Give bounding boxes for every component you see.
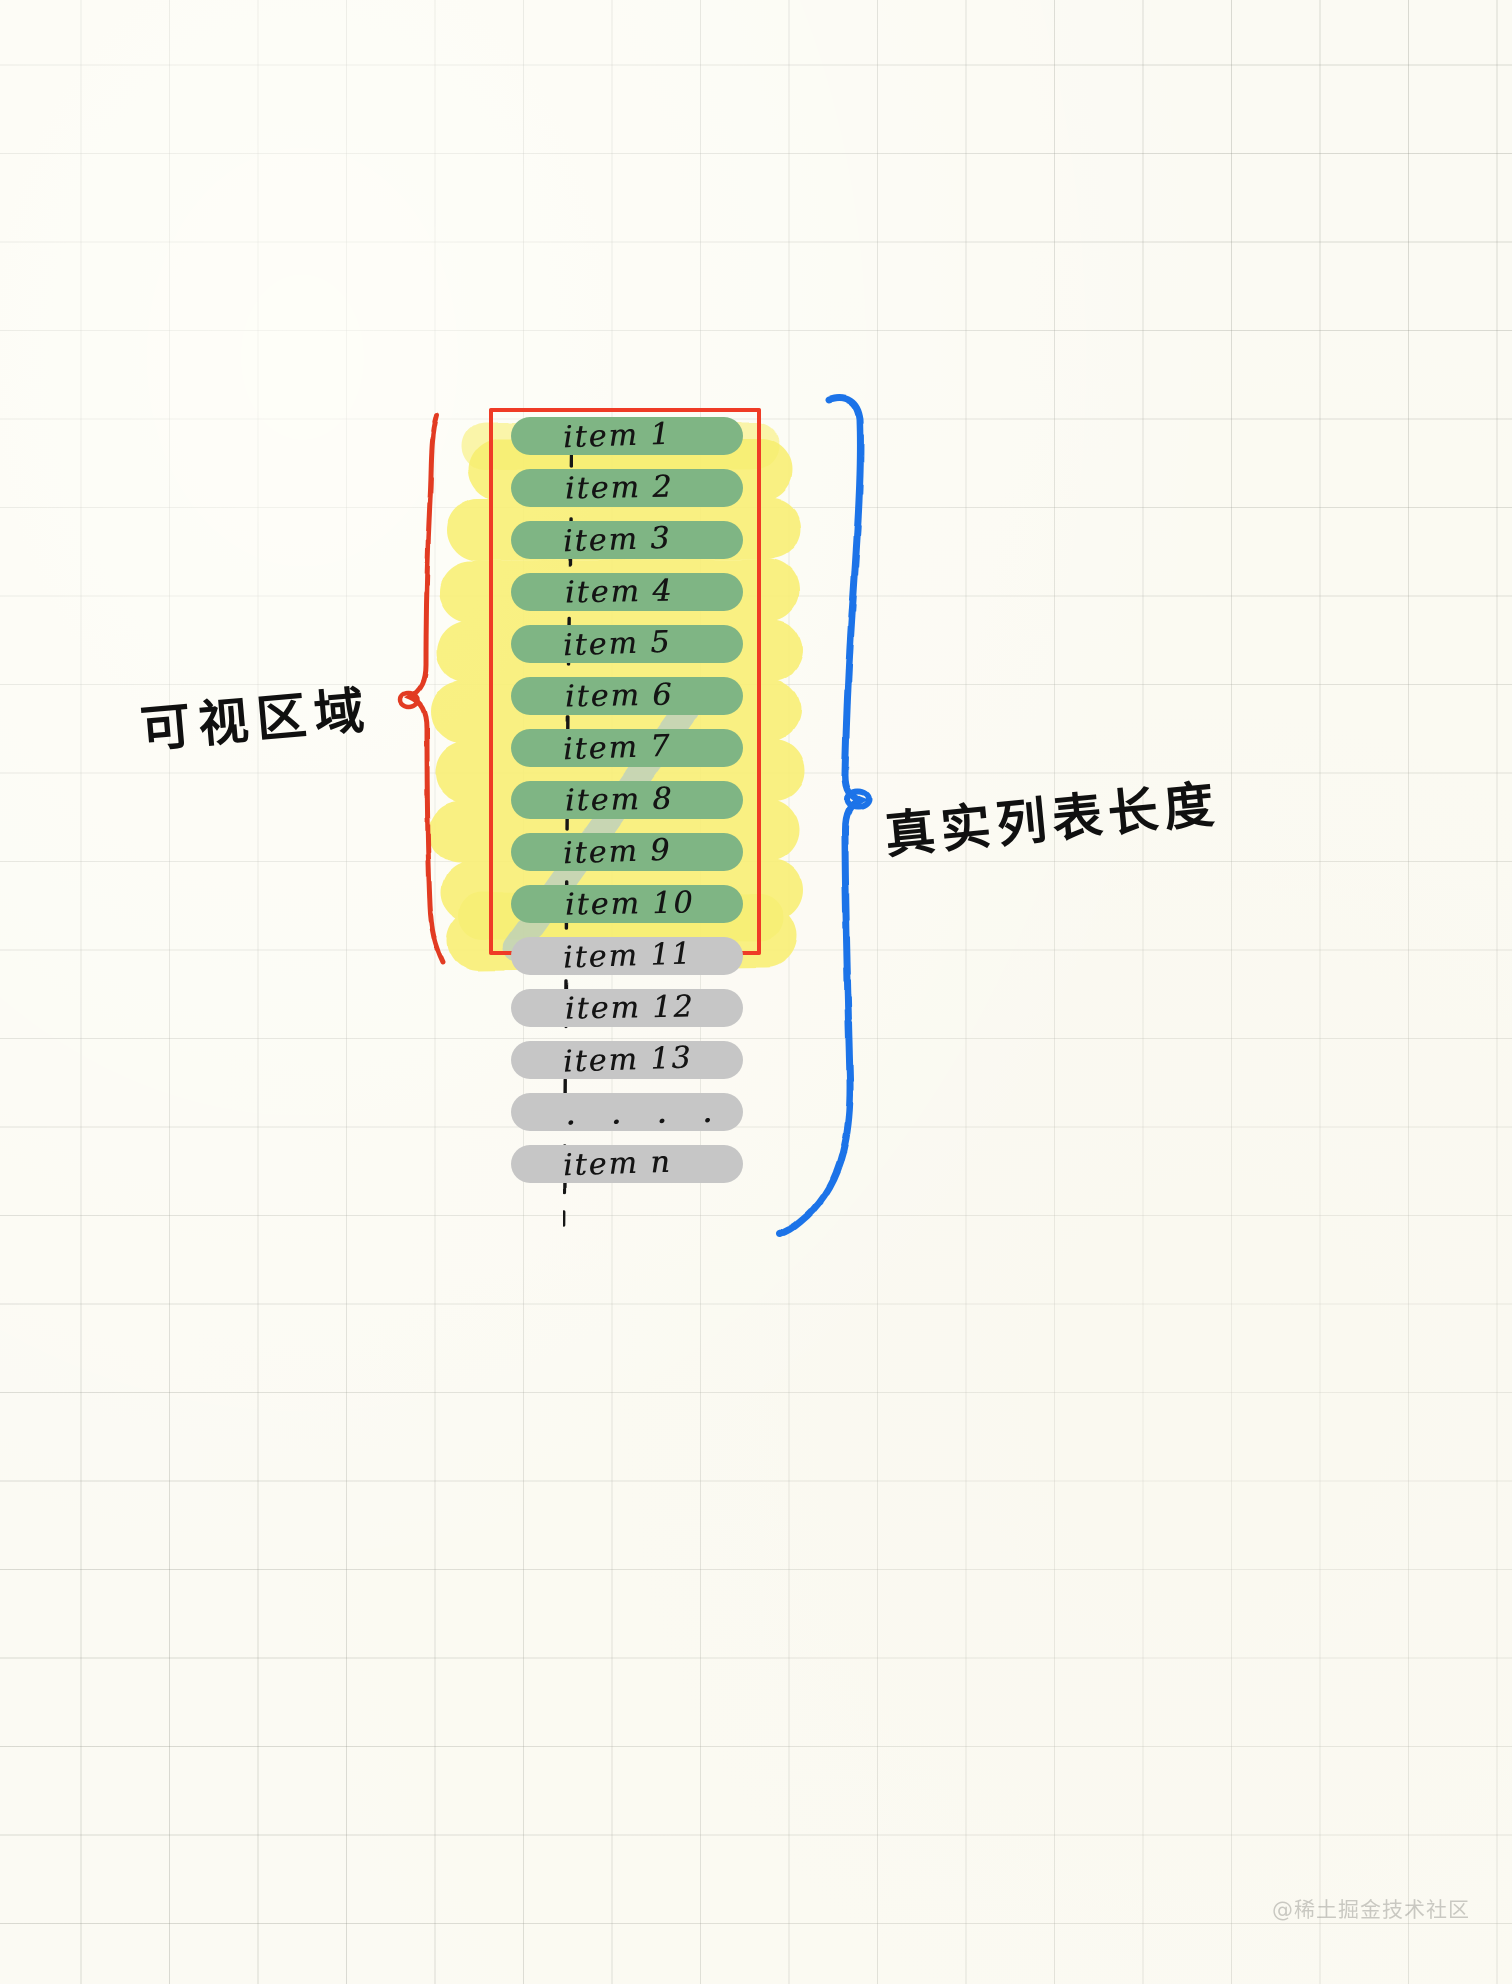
list-item-label: item 8 (564, 781, 674, 819)
virtual-list: item 1 item 2 item 3 item 4 item 5 item … (511, 417, 743, 1197)
watermark: @稀土掘金技术社区 (1272, 1898, 1470, 1922)
list-item[interactable]: item 1 (511, 417, 743, 455)
list-item-label: item 3 (562, 520, 673, 560)
list-item[interactable]: item 2 (511, 469, 743, 507)
list-item[interactable]: item 11 (511, 936, 743, 976)
list-item-label: item 6 (564, 677, 674, 715)
list-item-ellipsis: . . . . (511, 1090, 743, 1134)
list-item-label: item 4 (564, 573, 674, 611)
list-item[interactable]: item 7 (511, 729, 743, 767)
list-item[interactable]: item 5 (511, 625, 743, 663)
list-item[interactable]: item 3 (511, 521, 743, 559)
list-item[interactable]: item n (511, 1145, 743, 1183)
list-item-label: item 7 (562, 728, 673, 768)
list-item-label: item 13 (562, 1040, 694, 1080)
list-item-label: item 5 (562, 624, 673, 664)
list-item[interactable]: item 4 (511, 573, 743, 611)
list-item[interactable]: item 10 (511, 885, 743, 923)
list-item-label: item 12 (564, 989, 695, 1027)
list-item-label: item 11 (562, 936, 694, 976)
list-item-label: item 9 (562, 832, 673, 872)
list-item-label: item 1 (562, 416, 673, 456)
list-item[interactable]: item 12 (511, 989, 743, 1027)
list-item[interactable]: item 8 (511, 781, 743, 819)
list-item[interactable]: item 6 (511, 677, 743, 715)
list-item-label: item n (562, 1144, 673, 1184)
list-item-label: item 10 (564, 885, 695, 923)
list-item[interactable]: item 13 (511, 1040, 743, 1080)
list-item-label: . . . . (564, 1090, 725, 1134)
list-item-label: item 2 (564, 469, 674, 507)
list-item[interactable]: item 9 (511, 833, 743, 871)
